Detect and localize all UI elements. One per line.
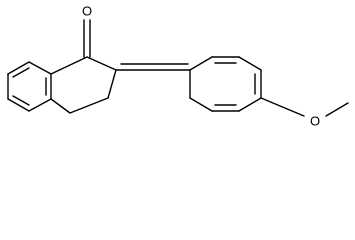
carbonyl-oxygen-label: O xyxy=(82,4,92,19)
bond xyxy=(28,61,52,75)
bond xyxy=(7,98,30,112)
aromatic-double-bond xyxy=(12,67,30,78)
bond xyxy=(50,98,71,114)
bond xyxy=(28,98,52,112)
bond xyxy=(107,69,117,99)
bond xyxy=(238,56,262,71)
carbonyl-group: O xyxy=(82,4,92,58)
bond xyxy=(325,102,349,117)
bond xyxy=(50,56,88,75)
methoxy-oxygen-label: O xyxy=(310,114,320,129)
bond xyxy=(260,97,305,117)
bond xyxy=(7,61,30,75)
chemical-structure-diagram: O O xyxy=(7,4,349,129)
bond xyxy=(86,56,117,71)
bond xyxy=(238,97,262,112)
methoxy-group: O xyxy=(260,97,349,129)
bond xyxy=(69,97,109,114)
anisyl-ring xyxy=(189,56,262,112)
exocyclic-double-bond xyxy=(115,63,191,71)
bond xyxy=(189,56,213,71)
benzo-ring xyxy=(7,61,52,112)
aromatic-double-bond xyxy=(12,95,30,106)
bond xyxy=(189,97,213,112)
cyclohexanone-ring xyxy=(50,56,117,114)
